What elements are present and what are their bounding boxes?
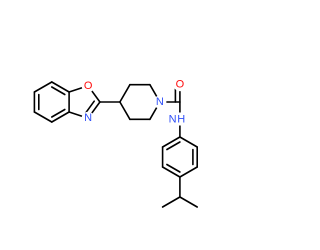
atom-label-oxazole-oxygen: O	[81, 79, 95, 93]
atom-label-oxazole-nitrogen: N	[81, 111, 95, 125]
benzene-ring-fused	[33, 81, 70, 123]
atom-label-amide-nh: N H	[166, 112, 185, 126]
isopropyl-group	[161, 176, 198, 208]
benzene-ring-aryl	[161, 136, 198, 178]
atom-label-carbonyl-oxygen: O	[173, 78, 187, 92]
nitrogen-atom-label: N	[156, 96, 164, 108]
atom-label-piperidine-nitrogen: N	[153, 95, 167, 109]
oxygen-atom-label: O	[176, 79, 185, 91]
chemical-structure-diagram: O N N O N H	[33, 78, 198, 208]
hydrogen-atom-label: H	[177, 113, 185, 125]
nitrogen-atom-label: N	[84, 112, 92, 124]
oxygen-atom-label: O	[84, 80, 93, 92]
nitrogen-atom-label: N	[169, 113, 177, 125]
